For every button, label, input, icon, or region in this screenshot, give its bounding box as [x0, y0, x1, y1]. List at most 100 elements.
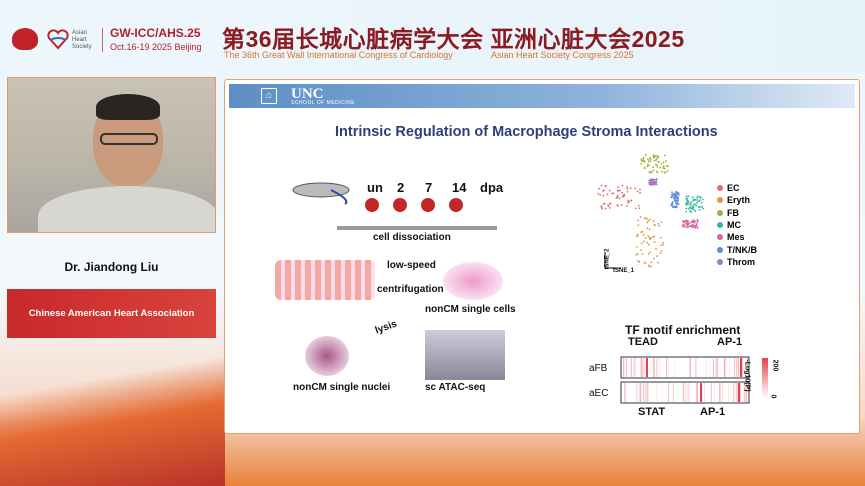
- heatmap-line: [734, 383, 736, 402]
- heatmap-line: [656, 383, 658, 402]
- heart-icons: [365, 198, 495, 214]
- heatmap-line: [667, 358, 669, 377]
- heatmap-line: [640, 358, 642, 377]
- legend-item: FB: [717, 207, 757, 219]
- legend-item: Mes: [717, 231, 757, 243]
- heatmap-line: [624, 383, 626, 402]
- heatmap-line: [719, 383, 721, 402]
- heatmap-line: [625, 358, 627, 377]
- heatmap-line: [682, 383, 684, 402]
- legend-dot: [717, 209, 723, 216]
- step-noncm-nuclei: nonCM single nuclei: [293, 382, 391, 393]
- heatmap-line: [672, 383, 674, 402]
- legend-label: T/NK/B: [727, 244, 757, 255]
- zebrafish-icon: [292, 182, 350, 205]
- heatmap-line: [714, 383, 716, 402]
- heatmap-line: [653, 358, 655, 377]
- heatmap-line: [722, 383, 724, 402]
- heatmap-line: [656, 358, 658, 377]
- speaker-body: [38, 186, 215, 232]
- heatmap-peak: [700, 383, 702, 402]
- heatmap-line: [653, 358, 655, 377]
- tf-heatmap: [620, 356, 750, 404]
- heatmap-line: [746, 358, 748, 377]
- legend-dot: [717, 258, 723, 265]
- gw-icc-logo: [12, 28, 38, 50]
- tf-title: TF motif enrichment: [625, 323, 741, 337]
- heatmap-line: [733, 358, 735, 377]
- legend-item: Throm: [717, 256, 757, 268]
- dates: Oct.16-19 2025 Beijing: [110, 42, 202, 52]
- step-low-speed: low-speed: [387, 260, 436, 271]
- heatmap-line: [736, 383, 738, 402]
- cluster-throm: [648, 178, 658, 186]
- subtitle-en-1: The 36th Great Wall International Congre…: [224, 50, 453, 60]
- legend-label: Throm: [727, 256, 755, 267]
- legend-label: EC: [727, 183, 740, 194]
- heatmap-line: [745, 383, 747, 402]
- tf-label-stat: STAT: [638, 406, 666, 418]
- heatmap-peak: [646, 358, 648, 377]
- tf-label-ap1-bottom: AP-1: [700, 406, 726, 418]
- heatmap-line: [630, 358, 632, 377]
- subtitle-en-2: Asian Heart Society Congress 2025: [491, 50, 634, 60]
- legend-dot: [717, 197, 723, 204]
- color-scale-bar: [762, 358, 768, 398]
- heatmap-line: [744, 383, 746, 402]
- cluster-eryth: [635, 216, 665, 268]
- unc-building-icon: ⌂: [261, 88, 277, 104]
- heatmap-line: [659, 358, 661, 377]
- heatmap-line: [696, 383, 698, 402]
- heatmap-line: [661, 383, 663, 402]
- heatmap-line: [641, 358, 643, 377]
- heatmap-line: [622, 358, 624, 377]
- step-atac: sc ATAC-seq: [425, 382, 486, 393]
- title-cn: 第36届长城心脏病学大会 亚洲心脏大会2025: [222, 26, 685, 52]
- heatmap-line: [729, 358, 731, 377]
- heatmap-line: [728, 383, 730, 402]
- heatmap-line: [635, 383, 637, 402]
- heatmap-line: [689, 358, 691, 377]
- heatmap-line: [734, 358, 736, 377]
- speaker-name: Dr. Jiandong Liu: [64, 260, 159, 274]
- heatmap-line: [723, 358, 725, 377]
- scale-max: 200: [771, 359, 779, 372]
- legend-dot: [717, 246, 723, 253]
- institution: UNC: [291, 86, 324, 102]
- timepoint-14: 14: [452, 180, 467, 195]
- society-logo-text: Asian Heart Society: [72, 30, 92, 50]
- tf-label-tead: TEAD: [628, 336, 658, 348]
- heatmap-line: [696, 383, 698, 402]
- heatmap-row: [620, 381, 750, 404]
- heatmap-row: [620, 356, 750, 379]
- heatmap-line: [639, 383, 641, 402]
- heatmap-line: [697, 383, 699, 402]
- unc-header-bar: ⌂ UNC SCHOOL OF MEDICINE: [229, 84, 855, 108]
- brand: GW-ICC/AHS.25: [110, 26, 201, 40]
- nuclei-image: [305, 336, 349, 376]
- heatmap-line: [643, 358, 645, 377]
- cluster-ec: [597, 184, 641, 210]
- heatmap-line: [736, 358, 738, 377]
- divider: [102, 28, 103, 52]
- heatmap-line: [633, 358, 635, 377]
- tsne-axes: [604, 252, 621, 269]
- institution-sub: SCHOOL OF MEDICINE: [291, 100, 356, 106]
- cluster-mes: [681, 219, 699, 229]
- heatmap-line: [710, 383, 712, 402]
- heatmap-line: [712, 358, 714, 377]
- legend-label: FB: [727, 207, 739, 218]
- heatmap-line: [645, 383, 647, 402]
- heatmap-line: [746, 383, 748, 402]
- legend-item: T/NK/B: [717, 243, 757, 255]
- presentation-slide: ⌂ UNC SCHOOL OF MEDICINE Intrinsic Regul…: [224, 79, 860, 434]
- conference-header: Asian Heart Society GW-ICC/AHS.25 Oct.16…: [0, 0, 865, 72]
- row-label-afb: aFB: [589, 363, 608, 374]
- speaker-organization: Chinese American Heart Association: [7, 289, 216, 338]
- step-lysis: lysis: [373, 318, 399, 337]
- microfluidics-image: [425, 330, 505, 380]
- heatmap-line: [724, 358, 726, 377]
- heatmap-line: [683, 383, 685, 402]
- timepoint-dpa: dpa: [480, 180, 504, 195]
